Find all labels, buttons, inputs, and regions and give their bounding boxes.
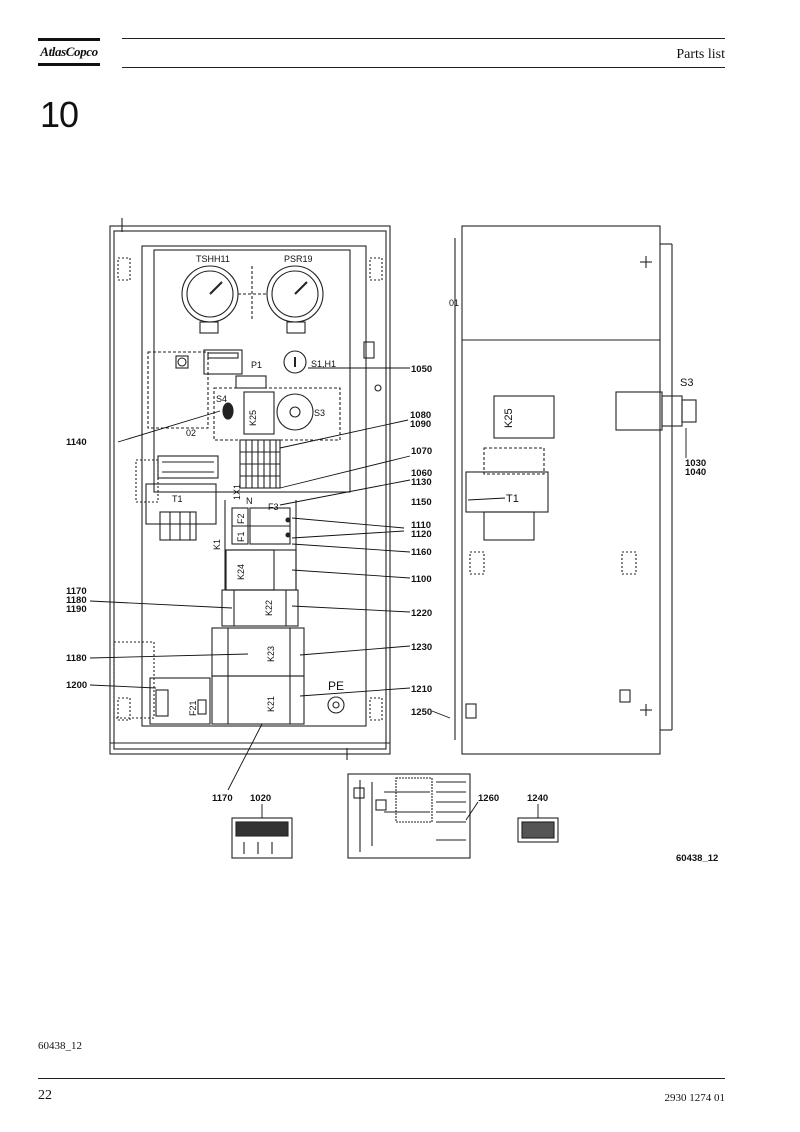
label-k25: K25 <box>248 410 258 426</box>
header-rule-top <box>122 38 725 39</box>
callout-1030: 1030 <box>685 458 706 469</box>
callout-1070: 1070 <box>411 446 432 457</box>
callout-1150: 1150 <box>411 497 432 508</box>
label-k24: K24 <box>236 564 246 580</box>
pe-terminal <box>327 696 345 714</box>
label-side-k25: K25 <box>503 408 515 428</box>
logo-bar-top <box>38 38 100 41</box>
figure-reference: 60438_12 <box>38 1040 82 1052</box>
label-side-01: 01 <box>449 298 459 308</box>
label-f3: F3 <box>268 502 279 512</box>
label-1x1: 1X1 <box>232 484 242 500</box>
front-cabinet-inner <box>113 230 387 750</box>
callout-1090: 1090 <box>410 419 431 430</box>
front-cabinet-outline <box>109 225 391 755</box>
label-side-t1: T1 <box>506 493 519 505</box>
contactor-k24 <box>225 549 275 591</box>
callout-1110: 1110 <box>411 520 431 531</box>
label-n: N <box>246 496 253 506</box>
callout-1170-left: 1170 <box>66 586 87 597</box>
label-p1: P1 <box>251 360 262 370</box>
document-number: 2930 1274 01 <box>664 1092 726 1104</box>
label-gauge-psr19: PSR19 <box>284 254 313 264</box>
s1-h1-pushbutton <box>283 350 307 374</box>
label-s1-h1: S1,H1 <box>311 359 336 369</box>
wiring-diagram-1260 <box>347 773 471 859</box>
callout-1240: 1240 <box>527 793 548 804</box>
label-gauge-tshh11: TSHH11 <box>196 254 230 264</box>
header-rule-bottom <box>122 67 725 68</box>
side-switch-s3 <box>615 391 663 431</box>
breaker-f21 <box>149 677 211 725</box>
callout-1140: 1140 <box>66 437 87 448</box>
side-relay-k25 <box>493 395 555 439</box>
logo-wordmark: AtlasCopco <box>40 44 98 59</box>
page-number: 22 <box>38 1088 52 1103</box>
label-o2: 02 <box>186 428 196 438</box>
side-cabinet-outline <box>461 225 661 755</box>
callout-1210: 1210 <box>411 684 432 695</box>
callout-1120: 1120 <box>411 529 432 540</box>
page-header-title: Parts list <box>676 47 725 62</box>
callout-1190: 1190 <box>66 604 87 615</box>
label-s3: S3 <box>314 408 325 418</box>
callout-1260: 1260 <box>478 793 499 804</box>
callout-1170-bottom: 1170 <box>212 793 233 804</box>
callout-1250: 1250 <box>411 707 432 718</box>
callout-1200: 1200 <box>66 680 87 691</box>
callout-1160: 1160 <box>411 547 432 558</box>
callout-1100: 1100 <box>411 574 432 585</box>
label-f2: F2 <box>236 513 246 524</box>
callout-1180-left: 1180 <box>66 595 87 606</box>
callout-1180-lower: 1180 <box>66 653 87 664</box>
transformer-t1 <box>145 483 217 525</box>
contactor-k22 <box>221 589 299 627</box>
switch-s3 <box>276 393 314 431</box>
control-panel <box>153 249 351 493</box>
callout-1060: 1060 <box>411 468 432 479</box>
callout-1040: 1040 <box>685 467 706 478</box>
label-f1: F1 <box>236 531 246 542</box>
label-pe: PE <box>328 679 344 693</box>
contactor-k21 <box>211 675 305 725</box>
label-k21: K21 <box>266 696 276 712</box>
callout-1230: 1230 <box>411 642 432 653</box>
logo-bar-bottom <box>38 63 100 66</box>
callout-1130: 1130 <box>411 477 432 488</box>
callout-1020: 1020 <box>250 793 271 804</box>
label-k23: K23 <box>266 646 276 662</box>
atlas-copco-logo: AtlasCopco <box>38 38 100 67</box>
figure-id-drawing: 60438_12 <box>676 853 718 864</box>
label-t1: T1 <box>172 494 183 504</box>
label-side-s3: S3 <box>680 377 693 389</box>
relay-k25 <box>243 391 275 435</box>
section-number: 10 <box>40 94 79 135</box>
callout-1050: 1050 <box>411 364 432 375</box>
mounting-plate <box>141 245 367 727</box>
label-s4: S4 <box>216 394 227 404</box>
callout-1080: 1080 <box>410 410 431 421</box>
callout-1220: 1220 <box>411 608 432 619</box>
label-k22: K22 <box>264 600 274 616</box>
footer-rule <box>38 1078 725 1079</box>
label-f21: F21 <box>188 700 198 716</box>
label-k1: K1 <box>212 539 222 550</box>
